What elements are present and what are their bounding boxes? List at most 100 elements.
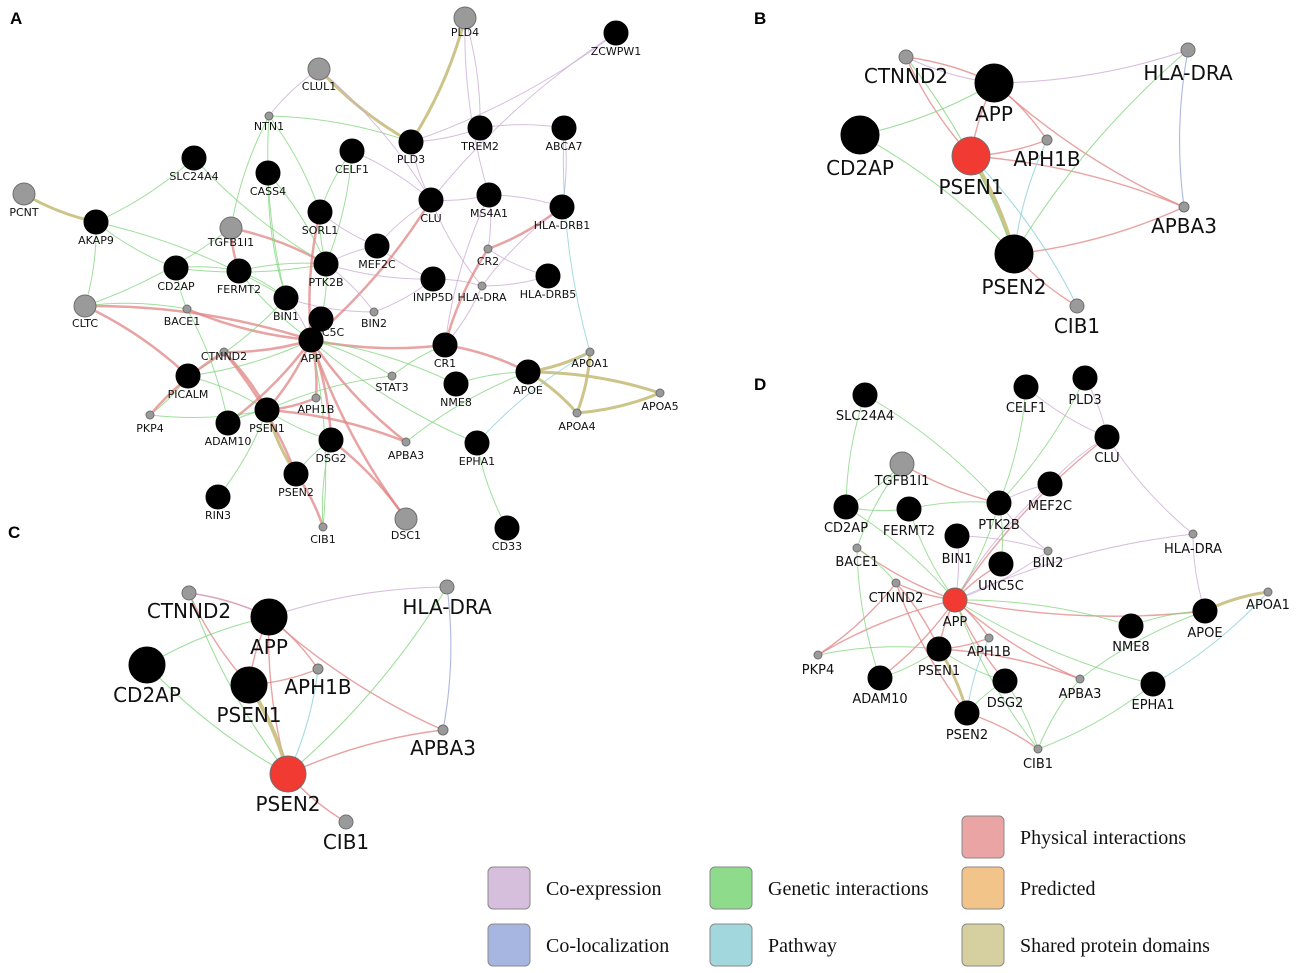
edge-a-nme8-app: [310, 339, 457, 385]
node-d-psen1: PSEN1: [918, 636, 960, 679]
node-label: APH1B: [1013, 147, 1080, 171]
node-label: INPP5D: [413, 291, 453, 304]
node-circle: [308, 306, 334, 332]
node-a-dsg2: DSG2: [316, 427, 347, 465]
node-label: BACE1: [835, 555, 878, 570]
node-label: HLA-DRA: [457, 291, 507, 304]
edge-d-app-clu: [954, 436, 1108, 601]
node-label: FERMT2: [883, 524, 935, 539]
node-label: APOA1: [1246, 598, 1290, 613]
node-b-hla-dra: HLA-DRA: [1143, 42, 1233, 85]
edge-a-zcwpw1-pld3: [410, 32, 617, 143]
node-a-pkp4: PKP4: [136, 410, 164, 435]
node-b-apba3: APBA3: [1151, 201, 1217, 238]
node-d-apoe: APOE: [1187, 598, 1223, 641]
edge-a-abca7-apoa1: [562, 127, 591, 353]
node-circle: [535, 263, 561, 289]
node-a-pld4: PLD4: [451, 6, 479, 39]
legend-label: Co-expression: [546, 878, 662, 900]
node-label: CR2: [477, 255, 499, 268]
legend-swatch: [961, 923, 1005, 967]
panel-label-b: B: [754, 9, 766, 28]
node-label: MS4A1: [470, 207, 508, 220]
node-circle: [944, 523, 970, 549]
node-circle: [145, 410, 155, 420]
node-circle: [833, 494, 859, 520]
node-label: PLD3: [397, 153, 425, 166]
node-a-fermt2: FERMT2: [217, 258, 261, 296]
node-d-clu: CLU: [1094, 424, 1120, 466]
edge-d-epha1-cib1: [1037, 683, 1154, 750]
node-label: PSEN1: [918, 664, 960, 679]
node-label: APOA5: [641, 400, 678, 413]
node-label: PSEN2: [981, 275, 1046, 299]
node-label: TGFB1I1: [207, 236, 254, 249]
edge-a-app-cr1: [310, 338, 446, 350]
node-d-hla-dra: HLA-DRA: [1164, 529, 1222, 557]
node-label: EPHA1: [459, 455, 495, 468]
node-a-nme8: NME8: [440, 371, 472, 409]
node-label: CTNND2: [864, 64, 948, 88]
node-label: APBA3: [1151, 214, 1217, 238]
node-circle: [273, 285, 299, 311]
edge-d-cib1-apba3: [1037, 678, 1081, 750]
node-label: C5C: [322, 326, 345, 339]
nodes-panel-c: CTNND2APPHLA-DRACD2APPSEN1APH1BAPBA3PSEN…: [113, 579, 492, 854]
node-circle: [181, 145, 207, 171]
node-label: SORL1: [302, 224, 338, 237]
node-circle: [994, 234, 1034, 274]
node-a-psen2: PSEN2: [278, 461, 314, 499]
legend-swatch: [487, 923, 531, 967]
node-label: TGFB1I1: [874, 474, 930, 489]
edge-c-cd2ap-psen2: [146, 664, 289, 775]
edge-d-app-nme8: [954, 599, 1132, 627]
node-a-ptk2b: PTK2B: [308, 251, 344, 289]
node-circle: [951, 136, 991, 176]
node-label: CD2AP: [824, 521, 868, 536]
legend-label: Shared protein domains: [1020, 935, 1210, 957]
node-label: CLTC: [72, 317, 98, 330]
node-a-epha1: EPHA1: [459, 430, 495, 468]
node-a-inpp5d: INPP5D: [413, 266, 453, 304]
node-circle: [215, 410, 241, 436]
node-circle: [813, 650, 823, 660]
node-a-hla-drb5: HLA-DRB5: [520, 263, 576, 301]
legend-label: Pathway: [768, 935, 837, 957]
node-a-unc5c: C5C: [308, 306, 345, 339]
node-a-app: APP: [298, 327, 324, 365]
node-label: APH1B: [298, 403, 335, 416]
node-label: DSG2: [987, 696, 1024, 711]
node-a-hla-drb1: HLA-DRB1: [534, 194, 590, 232]
node-label: CELF1: [1006, 401, 1046, 416]
node-circle: [1072, 365, 1098, 391]
legend-label: Co-localization: [546, 935, 669, 957]
edge-b-cd2ap-psen2: [859, 134, 1015, 255]
node-d-tgfb1i1: TGFB1I1: [874, 451, 930, 489]
edge-a-apba3-psen1: [266, 408, 407, 444]
node-label: CIB1: [1054, 314, 1100, 338]
edge-c-hla-dra-psen2: [287, 586, 448, 775]
node-circle: [264, 111, 274, 121]
node-a-slc24a4: SLC24A4: [169, 145, 219, 183]
node-label: UNC5C: [978, 579, 1024, 594]
edge-a-bin1-bin2: [285, 297, 375, 313]
edge-b-hla-dra-psen2: [1013, 49, 1189, 255]
edge-a-pld4-pld3: [409, 17, 467, 143]
legend-item-coexp: Co-expression: [487, 866, 662, 910]
node-label: CASS4: [250, 185, 286, 198]
node-circle: [432, 332, 458, 358]
node-circle: [974, 63, 1014, 103]
node-circle: [1069, 298, 1085, 314]
node-a-apoe: APOE: [513, 359, 543, 397]
edge-a-app-apba3: [309, 339, 407, 443]
node-label: FERMT2: [217, 283, 261, 296]
node-circle: [464, 430, 490, 456]
edge-a-apba3-apoe: [405, 371, 529, 443]
node-label: DSG2: [316, 452, 347, 465]
node-circle: [369, 307, 379, 317]
node-label: AKAP9: [78, 234, 114, 247]
node-circle: [585, 347, 595, 357]
node-circle: [401, 437, 411, 447]
node-label: PCNT: [9, 206, 39, 219]
node-label: BACE1: [164, 315, 201, 328]
